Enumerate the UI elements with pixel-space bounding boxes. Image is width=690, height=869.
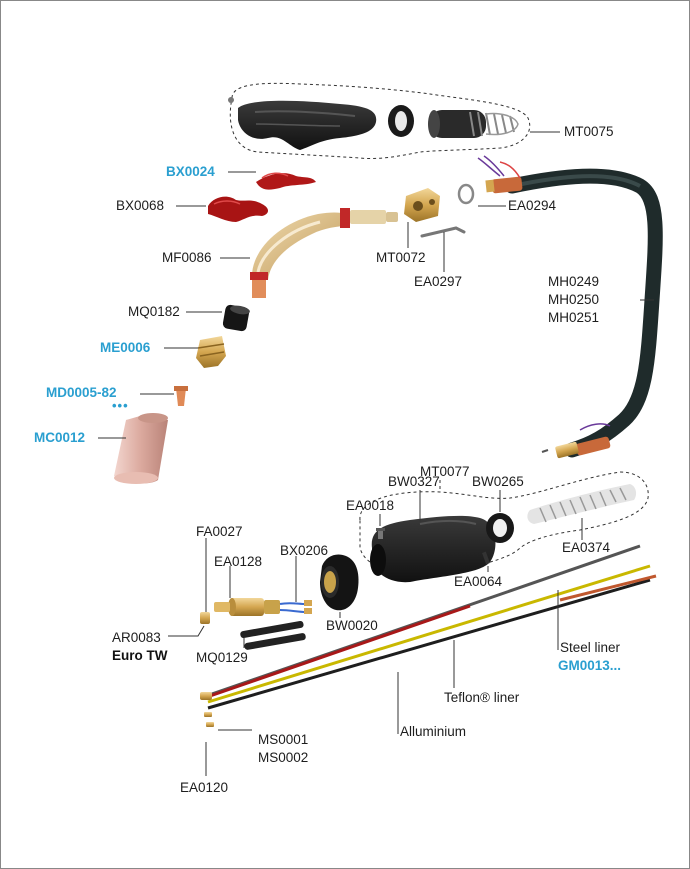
label-alluminium: Alluminium bbox=[400, 724, 467, 739]
label-me0006: ME0006 bbox=[100, 340, 151, 355]
allen-key-ea0297 bbox=[420, 226, 466, 238]
label-mf0086: MF0086 bbox=[162, 250, 212, 265]
hose-cable bbox=[477, 155, 663, 459]
handle-spring bbox=[428, 110, 519, 138]
label-ea0120: EA0120 bbox=[180, 780, 229, 795]
label-gm0013: GM0013... bbox=[558, 658, 622, 673]
label-euro-tw: Euro TW bbox=[112, 648, 168, 663]
sleeves-mq0129 bbox=[240, 620, 306, 650]
screw-ea0018 bbox=[376, 528, 385, 539]
euro-handle-bw0327 bbox=[370, 515, 496, 583]
gas-diffuser-me0006 bbox=[196, 336, 226, 368]
fitting-ar0083 bbox=[200, 612, 210, 624]
label-ar0083: AR0083 bbox=[112, 630, 161, 645]
nozzle-mc0012 bbox=[114, 413, 168, 484]
label-mq0129: MQ0129 bbox=[196, 650, 248, 665]
label-ms0001: MS0001 bbox=[258, 732, 309, 747]
label-bw0020: BW0020 bbox=[326, 618, 378, 633]
label-mh0250: MH0250 bbox=[548, 292, 600, 307]
label-mt0077: MT0077 bbox=[420, 464, 470, 479]
label-steel-liner: Steel liner bbox=[560, 640, 621, 655]
label-ea0018: EA0018 bbox=[346, 498, 395, 513]
liners bbox=[200, 544, 657, 727]
label-bw0327: BW0327 bbox=[388, 474, 440, 489]
ring-bw0265 bbox=[486, 513, 514, 543]
contact-tip-md0005 bbox=[174, 386, 188, 406]
leader-ar0083 bbox=[168, 625, 205, 637]
handle-ring bbox=[388, 105, 414, 137]
label-bw0265: BW0265 bbox=[472, 474, 524, 489]
handle-grip bbox=[228, 97, 377, 150]
label-md0005-more: ••• bbox=[112, 398, 129, 413]
trigger-bx0024 bbox=[256, 172, 316, 190]
handle-group-outline bbox=[229, 82, 531, 159]
label-ea0294: EA0294 bbox=[508, 198, 557, 213]
label-teflon-liner: Teflon® liner bbox=[444, 690, 520, 705]
insulator-mq0182 bbox=[222, 304, 250, 332]
label-fa0027: FA0027 bbox=[196, 524, 243, 539]
label-mt0075: MT0075 bbox=[564, 124, 614, 139]
spring-ea0374 bbox=[527, 484, 637, 524]
clip-ea0294 bbox=[457, 183, 475, 205]
brass-block-mt0072 bbox=[404, 188, 440, 222]
label-ms0002: MS0002 bbox=[258, 750, 309, 765]
nut-bw0020 bbox=[320, 554, 359, 611]
label-md0005: MD0005-82 bbox=[46, 385, 117, 400]
label-mh0251: MH0251 bbox=[548, 310, 600, 325]
label-bx0206: BX0206 bbox=[280, 543, 329, 558]
label-bx0068: BX0068 bbox=[116, 198, 165, 213]
label-mq0182: MQ0182 bbox=[128, 304, 180, 319]
screw-ea0064 bbox=[482, 551, 490, 565]
torch-neck-mf0086 bbox=[250, 208, 398, 298]
label-mh0249: MH0249 bbox=[548, 274, 600, 289]
label-ea0128: EA0128 bbox=[214, 554, 263, 569]
label-mt0072: MT0072 bbox=[376, 250, 426, 265]
trigger-bx0068 bbox=[208, 196, 268, 222]
label-ea0064: EA0064 bbox=[454, 574, 503, 589]
label-bx0024: BX0024 bbox=[166, 164, 215, 179]
label-ea0374: EA0374 bbox=[562, 540, 611, 555]
label-ea0297: EA0297 bbox=[414, 274, 463, 289]
label-mc0012: MC0012 bbox=[34, 430, 86, 445]
euro-connector-body bbox=[214, 598, 312, 616]
